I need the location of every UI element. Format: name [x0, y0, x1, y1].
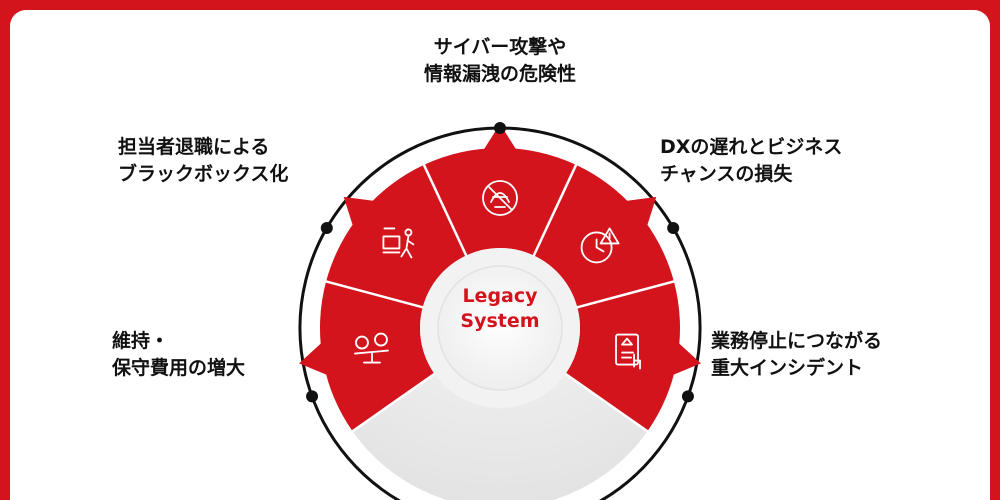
label-cost-line1: 維持・ — [112, 330, 170, 352]
diagram-frame: Legacy System サイバー攻撃や 情報漏洩の危険性 DXの遅れとビジネ… — [10, 10, 990, 500]
ring-dot — [681, 390, 694, 403]
label-blackbox-line2: ブラックボックス化 — [118, 163, 289, 185]
segment-separator — [531, 162, 579, 258]
segment-pointer-cyber — [481, 124, 519, 153]
segment-pointer-cost — [299, 340, 331, 377]
label-cyber-attack: サイバー攻撃や 情報漏洩の危険性 — [358, 34, 642, 88]
segment-pointer-dx — [622, 196, 657, 230]
segment-separator — [563, 371, 650, 434]
center-label-line1: Legacy — [462, 285, 538, 307]
document-alert-icon — [615, 333, 641, 370]
label-maintenance-cost: 維持・ 保守費用の増大 — [112, 328, 245, 382]
hacker-icon — [482, 180, 518, 216]
segment-cyber — [423, 148, 577, 256]
segment-separator — [421, 162, 469, 258]
label-dx-line2: チャンスの損失 — [660, 163, 793, 185]
label-blackbox-line1: 担当者退職による — [118, 136, 270, 158]
money-scale-icon — [354, 332, 389, 364]
segment-pointer-blackbox — [343, 196, 378, 230]
ring-dot — [306, 390, 319, 403]
label-incident-line1: 業務停止につながる — [711, 330, 883, 352]
center-label: Legacy System — [440, 284, 560, 334]
label-incident: 業務停止につながる 重大インシデント — [711, 328, 882, 382]
segment-pointer-incident — [669, 340, 701, 377]
ring-dot — [667, 222, 680, 234]
label-incident-line2: 重大インシデント — [711, 357, 864, 379]
clock-alert-icon — [580, 227, 620, 264]
segment-dx — [533, 164, 674, 308]
center-label-line2: System — [460, 310, 540, 332]
person-leaving-icon — [382, 227, 415, 259]
ring-dot — [494, 122, 506, 134]
label-black-box: 担当者退職による ブラックボックス化 — [118, 134, 288, 188]
label-cyber-line2: 情報漏洩の危険性 — [423, 63, 576, 85]
ring-dot — [320, 222, 333, 234]
segment-separator — [350, 371, 437, 434]
label-cost-line2: 保守費用の増大 — [112, 357, 246, 379]
label-dx-line1: DXの遅れとビジネス — [660, 136, 843, 158]
label-dx-delay: DXの遅れとビジネス チャンスの損失 — [660, 134, 842, 188]
segment-separator — [575, 279, 677, 310]
legacy-system-diagram — [298, 122, 702, 500]
center-hub — [437, 265, 563, 391]
label-cyber-line1: サイバー攻撃や — [433, 36, 567, 58]
segment-separator — [323, 279, 425, 310]
